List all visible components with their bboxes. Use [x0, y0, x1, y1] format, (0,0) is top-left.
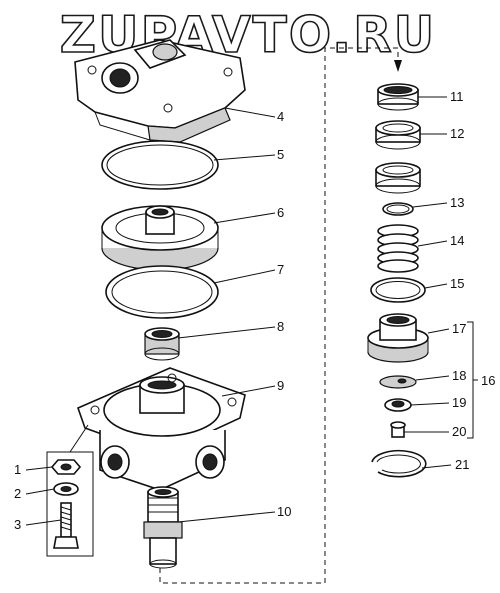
- part-10-fitting: [143, 486, 183, 569]
- label-part-2: 2: [14, 486, 21, 501]
- label-part-18: 18: [452, 368, 466, 383]
- fastener-detail-box: [46, 451, 94, 557]
- label-part-5: 5: [277, 147, 284, 162]
- label-part-3: 3: [14, 517, 21, 532]
- part-17-valve-seat: [367, 313, 429, 363]
- label-part-9: 9: [277, 378, 284, 393]
- part-18-disc: [379, 375, 417, 389]
- label-part-16: 16: [481, 373, 495, 388]
- part-7-o-ring: [105, 265, 219, 319]
- part-21-snap-ring: [371, 449, 427, 478]
- label-part-6: 6: [277, 205, 284, 220]
- label-part-4: 4: [277, 109, 284, 124]
- label-part-10: 10: [277, 504, 291, 519]
- label-part-8: 8: [277, 319, 284, 334]
- part-3-bolt: [53, 502, 79, 549]
- detail-leader: [69, 424, 89, 453]
- label-part-20: 20: [452, 424, 466, 439]
- label-part-21: 21: [455, 457, 469, 472]
- label-part-13: 13: [450, 195, 464, 210]
- part-15-o-ring: [370, 277, 426, 303]
- label-part-12: 12: [450, 126, 464, 141]
- part-19-washer: [384, 398, 412, 412]
- label-part-7: 7: [277, 262, 284, 277]
- part-11-ring: [377, 83, 419, 111]
- dashed-assembly-path: [159, 47, 399, 584]
- label-part-1: 1: [14, 462, 21, 477]
- label-part-19: 19: [452, 395, 466, 410]
- part-20-screw: [390, 421, 406, 438]
- part-5-o-ring: [101, 140, 219, 190]
- part-14-spring: [377, 224, 419, 273]
- part-ring-unlabeled: [375, 162, 421, 194]
- leader-lines: [25, 96, 452, 526]
- arrow-down-icon: [394, 60, 402, 72]
- part-13-small-ring: [382, 202, 414, 216]
- label-part-14: 14: [450, 233, 464, 248]
- part-9-valve-body: [76, 367, 246, 491]
- part-6-piston: [101, 205, 219, 271]
- group-bracket: [467, 321, 478, 439]
- label-part-11: 11: [450, 89, 464, 104]
- part-8-bushing: [144, 327, 180, 361]
- label-part-15: 15: [450, 276, 464, 291]
- part-4-top-cover: [74, 39, 246, 143]
- label-part-17: 17: [452, 321, 466, 336]
- part-12-ring: [375, 120, 421, 150]
